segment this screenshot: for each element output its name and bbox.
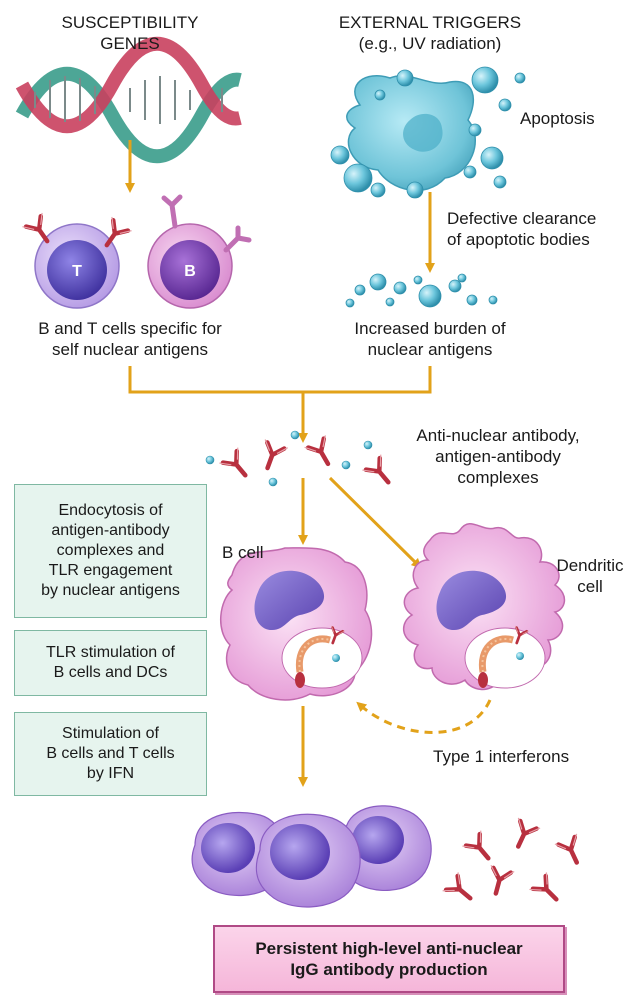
nuclear-antigen-particles <box>345 273 498 308</box>
dna-helix-icon <box>15 36 242 164</box>
dendritic-cell <box>403 523 566 691</box>
interferon-dashed-arrow <box>356 699 492 734</box>
apoptotic-bodies <box>330 66 526 199</box>
b-cell-text-label: B cell <box>222 543 264 562</box>
plasma-cells <box>191 805 432 908</box>
b-cell-label: B <box>184 263 196 280</box>
apoptotic-cell <box>346 75 477 192</box>
t-cell: T <box>22 213 131 309</box>
type1-interferons-label: Type 1 interferons <box>433 747 570 766</box>
apoptosis-label: Apoptosis <box>520 109 595 128</box>
b-cell-small: B <box>147 194 252 309</box>
t-cell-label: T <box>72 263 82 280</box>
flow-arrows <box>125 140 435 787</box>
secreted-antibodies <box>443 818 588 908</box>
b-cell-large <box>219 547 373 701</box>
external-triggers-label: EXTERNAL TRIGGERS(e.g., UV radiation) <box>338 13 522 53</box>
immune-complexes <box>205 430 397 490</box>
